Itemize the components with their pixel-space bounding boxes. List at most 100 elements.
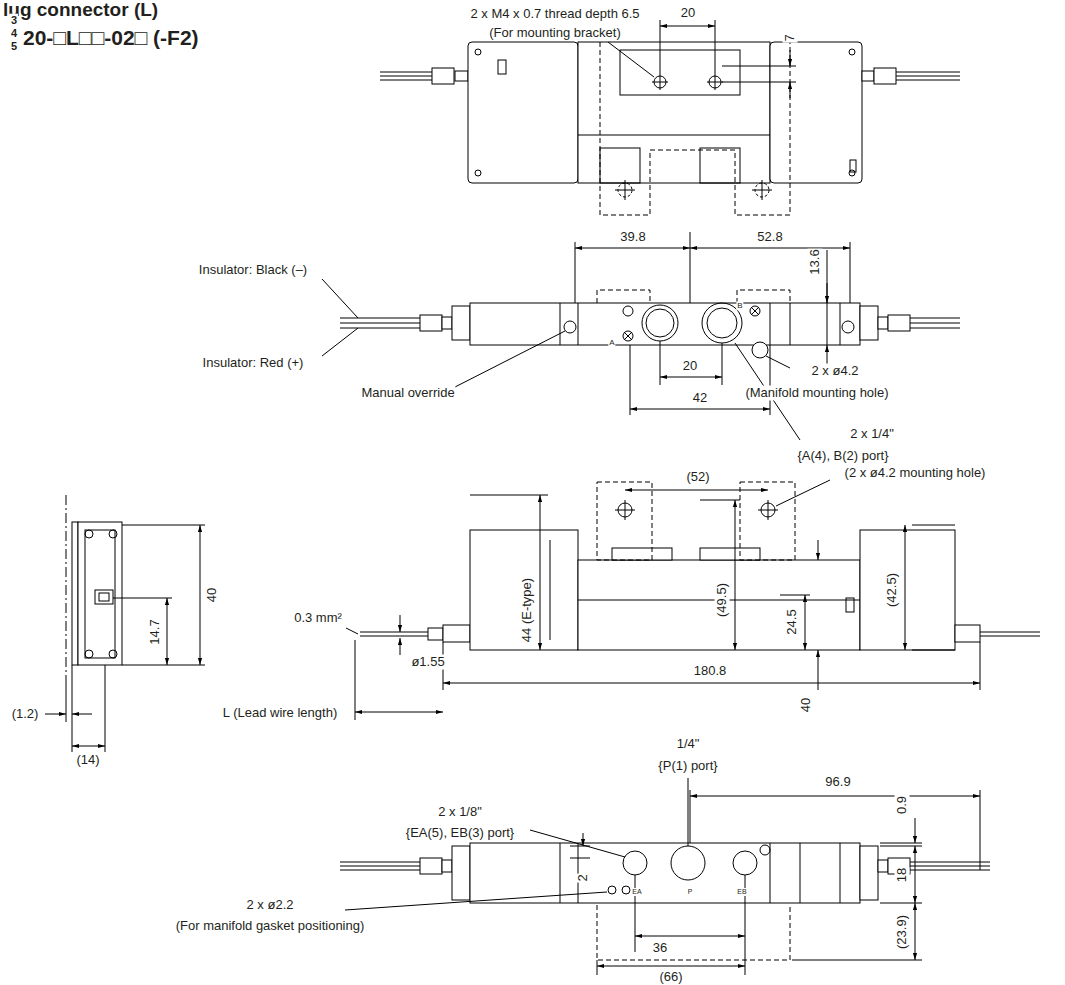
bottom-view: [340, 862, 420, 870]
callout-text: 2 x ø4.2: [811, 364, 860, 379]
front-view: [905, 525, 906, 650]
dimension-label: 42: [692, 391, 708, 406]
dimension-label: 36: [652, 941, 668, 956]
plan-view: [560, 303, 840, 345]
model-digit: 5: [10, 40, 18, 53]
callout-text: 2 x 1/4": [849, 427, 895, 442]
plan-view: [842, 321, 854, 333]
dimension-label: (66): [658, 970, 683, 985]
dimension-label: (23.9): [895, 914, 910, 950]
dimension-label: (1.2): [11, 707, 40, 722]
callout-text: {A(4), B(2) port}: [796, 449, 889, 464]
plan-view: [575, 248, 690, 249]
dimension-label: 24.5: [785, 608, 800, 635]
model-digit: 4: [10, 27, 18, 40]
plan-view: [827, 283, 828, 303]
plan-view: [597, 290, 790, 303]
front-view: [776, 480, 830, 506]
front-view: [818, 540, 819, 560]
plan-view: [630, 409, 770, 410]
callout-text: (For mounting bracket): [488, 26, 622, 41]
plan-view: [322, 279, 800, 440]
plan-view: [660, 377, 722, 378]
side-view: [200, 525, 201, 665]
plan-view: [340, 318, 420, 328]
bottom-view: [878, 860, 888, 872]
side-view: [45, 714, 66, 715]
bottom-view: [860, 846, 878, 900]
front-view: [700, 548, 760, 560]
callout-text: 1/4": [676, 737, 701, 752]
front-view: [846, 598, 854, 612]
dimension-label: 40: [799, 697, 814, 713]
top-view: [896, 72, 960, 80]
bottom-view: [560, 843, 840, 903]
dimension-label: (42.5): [885, 572, 900, 608]
callout-text: (Manifold mounting hole): [744, 386, 889, 401]
side-view: [78, 522, 122, 665]
plan-view: [322, 232, 960, 440]
top-view: [660, 20, 715, 74]
side-view: [85, 650, 93, 658]
bottom-view: [597, 966, 745, 967]
dimension-label: L (Lead wire length): [222, 706, 338, 721]
dimension-label: 18: [895, 867, 910, 883]
dimension-label: 14.7: [148, 618, 163, 645]
bottom-view: [442, 860, 452, 872]
callout-text: (2 x ø4.2 mounting hole): [844, 466, 987, 481]
top-view: [600, 148, 640, 183]
dimension-label: 180.8: [693, 664, 728, 679]
bottom-view: [583, 833, 584, 846]
dimension-label: 20: [682, 359, 698, 374]
front-view: [818, 650, 819, 690]
side-view: [85, 530, 93, 538]
bottom-view: [792, 843, 922, 960]
plan-view: [646, 309, 674, 337]
callout-text: Insulator: Red (+): [202, 356, 305, 371]
top-view: [498, 60, 506, 74]
top-view: [475, 170, 481, 176]
bottom-view: [530, 830, 625, 857]
side-view: [122, 525, 205, 665]
bottom-view: [597, 905, 790, 960]
callout-text: Insulator: Black (–): [198, 263, 308, 278]
top-view: [578, 135, 770, 136]
top-view: [660, 26, 715, 27]
plan-view: [420, 315, 442, 331]
front-view: [443, 642, 980, 690]
front-view: [443, 683, 980, 684]
bottom-view: [340, 778, 990, 975]
dimension-label: 96.9: [824, 775, 851, 790]
dimension-label: 7: [783, 33, 798, 42]
side-view: [99, 593, 109, 601]
top-view: [468, 42, 578, 183]
callout-text: 2 x 1/8": [437, 805, 483, 820]
top-view: [380, 72, 432, 80]
front-view: [400, 638, 401, 655]
front-view: [740, 482, 795, 560]
bottom-view: [345, 892, 607, 910]
top-view: [790, 82, 791, 98]
plan-view: [752, 342, 768, 358]
dimension-label: 40: [205, 587, 220, 603]
top-view: [615, 180, 772, 200]
bottom-view: [635, 936, 745, 937]
top-view: [700, 148, 740, 183]
plan-view: [630, 345, 770, 415]
top-view: [455, 71, 468, 81]
plan-view: [860, 306, 878, 340]
bottom-view: [452, 846, 470, 900]
plan-view: [690, 248, 850, 249]
side-view: [66, 495, 67, 680]
port-mark: EA: [631, 888, 642, 896]
bottom-view: [570, 846, 590, 858]
plan-view: [707, 308, 737, 338]
front-view: [355, 640, 356, 720]
dimension-label: (49.5): [715, 582, 730, 618]
bottom-view: [623, 851, 647, 875]
valve-drawing: [45, 20, 1040, 975]
bottom-view: [688, 778, 689, 846]
top-view: [608, 42, 654, 77]
